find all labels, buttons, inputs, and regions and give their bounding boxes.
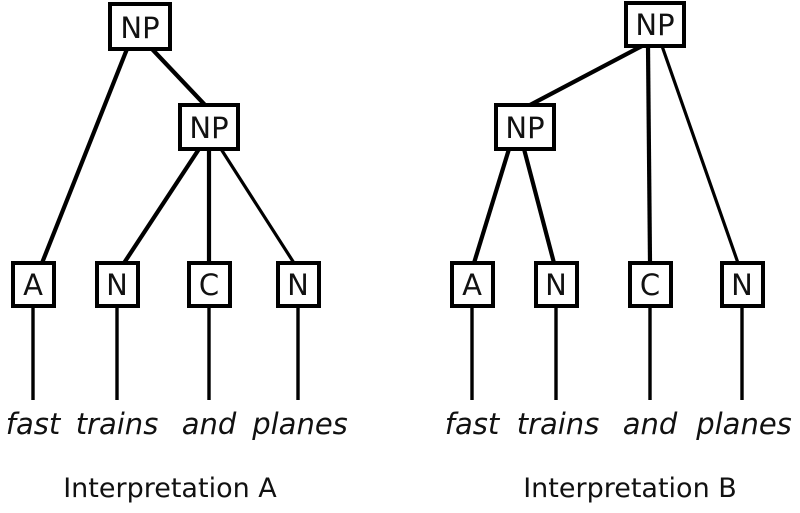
node-label: NP — [189, 111, 228, 145]
node-b-np-root[interactable]: NP — [624, 1, 686, 48]
node-box — [95, 261, 140, 308]
word-a-planes: planes — [251, 407, 348, 441]
word-a-trains: trains — [76, 407, 159, 441]
tree-interpretation-a: NP NP A N C N fast trains — [6, 2, 348, 504]
node-a-np-sub[interactable]: NP — [178, 103, 240, 151]
node-label: N — [106, 268, 128, 302]
node-label: NP — [120, 11, 159, 45]
branch-a-root-to-np — [150, 47, 207, 107]
node-box — [534, 261, 579, 308]
node-box — [628, 261, 673, 308]
node-label: A — [462, 268, 482, 302]
word-b-fast: fast — [445, 407, 501, 441]
node-a-pos-a[interactable]: A — [11, 261, 56, 308]
word-b-trains: trains — [517, 407, 600, 441]
node-label: N — [731, 268, 753, 302]
branch-b-np-to-a — [471, 148, 512, 264]
branch-a-root-to-a — [40, 48, 129, 264]
node-label: N — [545, 268, 567, 302]
node-box — [494, 103, 556, 151]
caption-interpretation-b: Interpretation B — [523, 473, 737, 504]
branch-b-np-to-n1 — [521, 148, 557, 264]
node-a-np-root[interactable]: NP — [108, 2, 172, 51]
node-box — [108, 2, 172, 51]
node-label: NP — [505, 111, 544, 145]
stem-group-a — [31, 306, 300, 400]
caption-interpretation-a: Interpretation A — [63, 473, 277, 504]
stem-group-b — [470, 306, 744, 400]
node-a-pos-n2[interactable]: N — [276, 261, 321, 308]
node-box — [450, 261, 495, 308]
branch-a-np-to-n2 — [219, 148, 296, 264]
node-b-pos-n1[interactable]: N — [534, 261, 579, 308]
node-b-pos-n2[interactable]: N — [720, 261, 765, 308]
tree-interpretation-b: NP NP A N C N fast trains — [445, 1, 792, 504]
branch-group-a — [40, 47, 296, 265]
branch-a-np-to-n1 — [122, 147, 201, 265]
branch-group-b — [471, 44, 740, 264]
node-b-np-sub[interactable]: NP — [494, 103, 556, 151]
word-b-and: and — [623, 407, 678, 441]
node-label: N — [287, 268, 309, 302]
node-box — [187, 261, 232, 308]
node-label: NP — [635, 8, 674, 42]
node-label: A — [23, 268, 43, 302]
node-label: C — [199, 268, 219, 302]
node-box — [276, 261, 321, 308]
branch-b-root-to-n2 — [660, 45, 740, 264]
word-a-fast: fast — [6, 407, 62, 441]
node-box — [178, 103, 240, 151]
node-box — [11, 261, 56, 308]
branch-b-root-to-np — [529, 44, 643, 107]
node-a-pos-n1[interactable]: N — [95, 261, 140, 308]
node-b-pos-c[interactable]: C — [628, 261, 673, 308]
node-a-pos-c[interactable]: C — [187, 261, 232, 308]
node-label: C — [640, 268, 660, 302]
word-b-planes: planes — [695, 407, 792, 441]
node-b-pos-a[interactable]: A — [450, 261, 495, 308]
node-box — [624, 1, 686, 48]
node-box — [720, 261, 765, 308]
word-a-and: and — [182, 407, 237, 441]
branch-b-root-to-c — [645, 45, 653, 264]
